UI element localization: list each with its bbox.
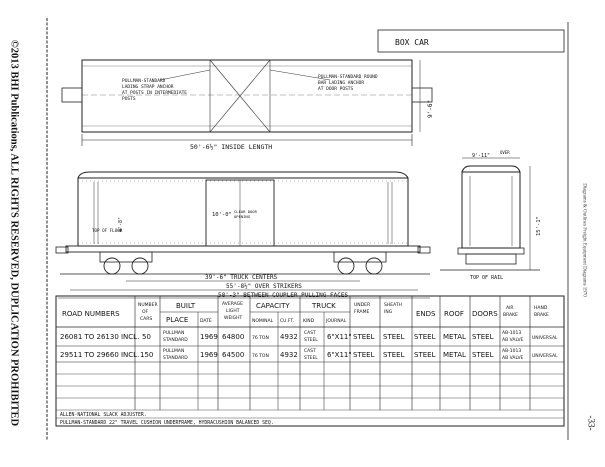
svg-text:STEEL: STEEL [304, 337, 318, 343]
header-hand-brake-1: HAND [534, 305, 548, 311]
header-cuft: CU.FT. [280, 318, 294, 324]
strap-note-line-4: POSTS [122, 96, 136, 102]
car-type-box [377, 29, 565, 53]
svg-text:29511 TO 29660 INCL.: 29511 TO 29660 INCL. [60, 351, 139, 359]
header-date: DATE [200, 318, 212, 324]
top-of-rail-label: TOP OF RAIL [470, 275, 503, 281]
header-journal: JOURNAL [325, 318, 347, 324]
svg-text:76 TON: 76 TON [252, 353, 269, 359]
header-cars-2: OF [142, 309, 149, 315]
equipment-table: ROAD NUMBERS NUMBER OF CARS BUILT PLACE … [55, 295, 565, 427]
svg-text:50: 50 [142, 333, 151, 341]
header-sheathing-2: ING [384, 309, 393, 315]
header-hand-brake-2: BRAKE [534, 312, 549, 318]
header-cars-1: NUMBER [138, 302, 158, 308]
header-road-numbers: ROAD NUMBERS [62, 310, 120, 318]
svg-text:PULLMAN: PULLMAN [163, 348, 184, 354]
header-roof: ROOF [444, 310, 464, 318]
svg-text:64500: 64500 [222, 351, 244, 359]
anchor-note-line-3: AT DOOR POSTS [318, 86, 354, 92]
svg-text:METAL: METAL [443, 351, 466, 359]
header-nominal: NOMINAL [252, 318, 274, 324]
header-weight-3: WEIGHT [224, 315, 242, 321]
truck-centers-label: 39'-6" TRUCK CENTERS [205, 274, 278, 281]
header-air-brake-1: AIR [506, 305, 514, 311]
svg-text:UNIVERSAL: UNIVERSAL [532, 335, 558, 341]
svg-text:150: 150 [140, 351, 153, 359]
table-row: 26081 TO 26130 INCL. 50 PULLMAN STANDARD… [60, 330, 558, 343]
svg-text:STANDARD: STANDARD [163, 337, 188, 343]
svg-text:6"X11": 6"X11" [327, 333, 352, 341]
header-underframe-2: FRAME [354, 309, 369, 315]
svg-text:STEEL: STEEL [414, 333, 436, 341]
svg-text:STEEL: STEEL [414, 351, 436, 359]
end-over-label: OVER [500, 150, 510, 155]
side-view: 10'-0" CLEAR DOOR OPENING TOP OF FLOOR 4… [55, 171, 431, 299]
strap-note-line-2: LADING STRAP ANCHOR [122, 84, 174, 90]
side-height-label: 4'-8" [118, 217, 124, 232]
table-row: 29511 TO 29660 INCL. 150 PULLMAN STANDAR… [60, 348, 558, 361]
svg-text:STEEL: STEEL [353, 351, 375, 359]
footnote-2: PULLMAN-STANDARD 22" TRAVEL CUSHION UNDE… [60, 420, 274, 426]
car-type-label: BOX CAR [395, 38, 429, 47]
top-view: PULLMAN-STANDARD LADING STRAP ANCHOR AT … [61, 59, 434, 151]
svg-text:STEEL: STEEL [472, 333, 494, 341]
svg-text:AB VALVE: AB VALVE [502, 337, 524, 343]
strap-note-line-1: PULLMAN-STANDARD [122, 78, 166, 84]
anchor-note-line-2: BAR LADING ANCHOR [318, 80, 364, 86]
header-cars-3: CARS [140, 316, 152, 322]
svg-text:AB-1013: AB-1013 [502, 348, 521, 354]
end-width-label: 9'-11" [472, 153, 490, 159]
header-capacity: CAPACITY [256, 302, 290, 310]
svg-text:4932: 4932 [280, 351, 298, 359]
svg-text:64800: 64800 [222, 333, 244, 341]
svg-text:STANDARD: STANDARD [163, 355, 188, 361]
svg-text:STEEL: STEEL [383, 333, 405, 341]
header-sheathing-1: SHEATH [384, 302, 402, 308]
svg-text:METAL: METAL [443, 333, 466, 341]
header-built: BUILT [176, 302, 196, 310]
anchor-note-line-1: PULLMAN-STANDARD ROUND [318, 74, 378, 80]
right-truck [333, 251, 387, 275]
svg-text:STEEL: STEEL [353, 333, 375, 341]
left-truck [99, 251, 153, 275]
svg-text:CAST: CAST [304, 348, 316, 354]
top-of-floor-label: TOP OF FLOOR [92, 228, 123, 233]
svg-text:26081 TO 26130 INCL.: 26081 TO 26130 INCL. [60, 333, 139, 341]
footnote-1: ALLEN-NATIONAL SLACK ADJUSTER. [60, 412, 147, 418]
header-ends: ENDS [416, 310, 436, 318]
svg-text:CAST: CAST [304, 330, 316, 336]
svg-text:STEEL: STEEL [304, 355, 318, 361]
strap-note-line-3: AT POSTS IN INTERMEDIATE [122, 90, 187, 96]
over-strikers-label: 55'-8½" OVER STRIKERS [226, 283, 302, 290]
svg-text:76 TON: 76 TON [252, 335, 269, 341]
header-weight-1: AVERAGE [222, 301, 243, 307]
header-weight-2: LIGHT [226, 308, 240, 314]
svg-text:1969: 1969 [200, 351, 218, 359]
header-kind: KIND [303, 318, 315, 324]
inside-length-label: 50'-6½" INSIDE LENGTH [190, 143, 272, 151]
svg-text:UNIVERSAL: UNIVERSAL [532, 353, 558, 359]
svg-text:6"X11": 6"X11" [327, 351, 352, 359]
header-doors: DOORS [472, 310, 498, 318]
end-view: 9'-11" OVER 15'-1" TOP OF RAIL [440, 150, 542, 281]
header-truck: TRUCK [311, 302, 336, 310]
svg-text:PULLMAN: PULLMAN [163, 330, 184, 336]
svg-text:1969: 1969 [200, 333, 218, 341]
inside-width-label: 9'-6" [427, 100, 434, 118]
door-label-line-2: OPENING [234, 214, 251, 219]
header-air-brake-2: BRAKE [503, 312, 518, 318]
end-height-label: 15'-1" [536, 216, 542, 236]
door-label-line-1: CLEAR DOOR [234, 209, 258, 214]
door-width-label: 10'-0" [212, 212, 232, 218]
header-underframe-1: UNDER [354, 302, 370, 308]
svg-text:STEEL: STEEL [383, 351, 405, 359]
svg-text:4932: 4932 [280, 333, 298, 341]
svg-text:STEEL: STEEL [472, 351, 494, 359]
svg-text:AB VALVE: AB VALVE [502, 355, 524, 361]
svg-text:AB-1013: AB-1013 [502, 330, 521, 336]
header-place: PLACE [166, 316, 188, 324]
